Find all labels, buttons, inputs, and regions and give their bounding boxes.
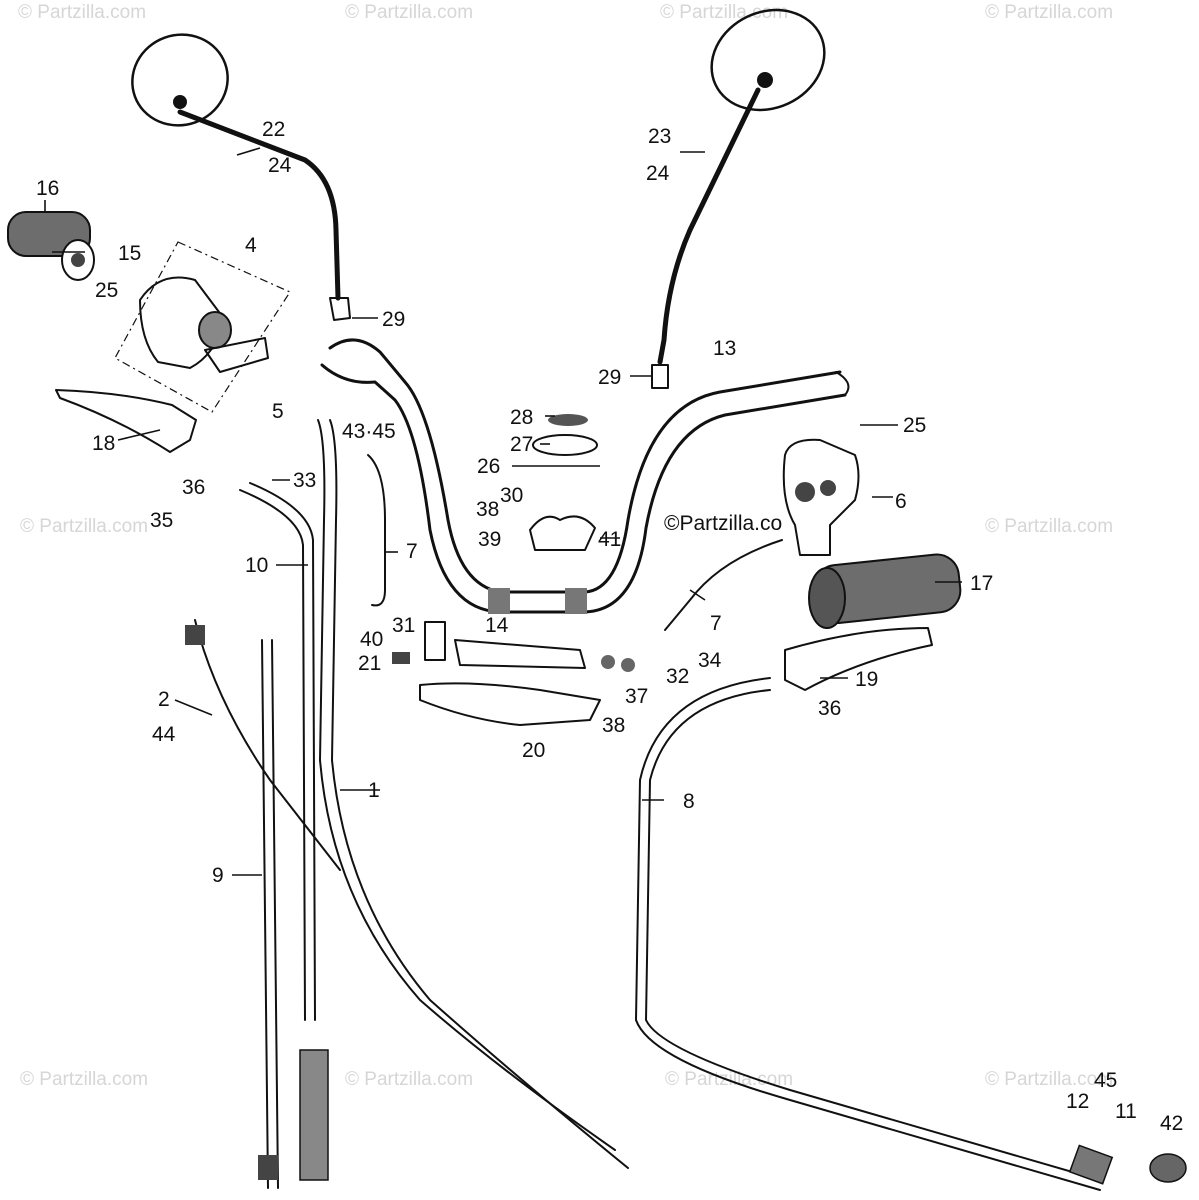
watermark: © Partzilla.com [345, 1069, 473, 1090]
part-label-9: 9 [212, 864, 224, 887]
part-label-17: 17 [970, 572, 993, 595]
part-label-18: 18 [92, 432, 115, 455]
watermark: © Partzilla.com [985, 516, 1113, 537]
part-label-19: 19 [855, 668, 878, 691]
part-label-22: 22 [262, 118, 285, 141]
part-labels: 1 2 4 5 6 7 7 8 9 10 11 12 13 14 15 16 1… [36, 118, 1183, 1135]
left-grip [7, 211, 95, 281]
part-label-41: 41 [598, 528, 621, 551]
part-label-2: 2 [158, 688, 170, 711]
part-label-23: 23 [648, 125, 671, 148]
part-label-37: 37 [625, 685, 648, 708]
handlebar [320, 338, 850, 614]
part-label-25b: 25 [903, 414, 926, 437]
part-label-24b: 24 [646, 162, 670, 185]
left-switch-assembly [114, 241, 291, 413]
part-label-25a: 25 [95, 279, 118, 302]
watermark: © Partzilla.com [660, 2, 788, 23]
watermark: © Partzilla.com [20, 1069, 148, 1090]
part-label-8: 8 [683, 790, 695, 813]
part-label-35: 35 [150, 509, 173, 532]
part-label-11: 11 [1115, 1100, 1137, 1123]
part-label-12: 12 [1066, 1090, 1089, 1113]
handlebar-clamps [392, 414, 635, 726]
part-label-1: 1 [368, 779, 380, 802]
watermark: © Partzilla.com [985, 1069, 1113, 1090]
leader-lines [44, 147, 962, 876]
watermark: © Partzilla.com [20, 516, 148, 537]
part-label-5: 5 [272, 400, 284, 423]
watermark: © Partzilla.com [345, 2, 473, 23]
part-label-39: 39 [478, 528, 501, 551]
part-label-44: 44 [152, 723, 176, 746]
part-label-38a: 38 [476, 498, 499, 521]
part-label-20: 20 [522, 739, 545, 762]
part-label-36b: 36 [818, 697, 841, 720]
part-label-29b: 29 [598, 366, 621, 389]
cable-ends [185, 625, 1187, 1185]
part-label-34: 34 [698, 649, 722, 672]
right-grip [808, 553, 962, 629]
inline-watermark: ©Partzilla.co [664, 512, 782, 535]
part-label-14: 14 [485, 614, 509, 637]
left-mirror [131, 33, 351, 321]
part-label-36a: 36 [182, 476, 205, 499]
part-label-16: 16 [36, 177, 59, 200]
part-label-24a: 24 [268, 154, 292, 177]
part-label-33: 33 [293, 469, 316, 492]
part-label-42: 42 [1160, 1112, 1183, 1135]
part-label-43-45: 43·45 [342, 420, 396, 443]
part-label-10: 10 [245, 554, 268, 577]
watermark: © Partzilla.com [18, 2, 146, 23]
watermarks: © Partzilla.com © Partzilla.com © Partzi… [18, 2, 1113, 1090]
part-label-21: 21 [358, 652, 381, 675]
part-label-6: 6 [895, 490, 907, 513]
part-label-40: 40 [360, 628, 383, 651]
part-label-15: 15 [118, 242, 141, 265]
part-label-45: 45 [1094, 1069, 1117, 1092]
part-label-38b: 38 [602, 714, 625, 737]
part-label-31: 31 [392, 614, 415, 637]
part-label-30: 30 [500, 484, 523, 507]
part-label-29a: 29 [382, 308, 405, 331]
right-switch-assembly [782, 438, 860, 556]
part-label-28: 28 [510, 406, 533, 429]
clutch-lever [55, 389, 197, 453]
watermark: © Partzilla.com [985, 2, 1113, 23]
part-label-4: 4 [245, 234, 257, 257]
part-label-13: 13 [713, 337, 736, 360]
part-label-7a: 7 [406, 540, 418, 563]
brake-lever [784, 627, 933, 691]
cables [194, 419, 1101, 1191]
part-label-26: 26 [477, 455, 500, 478]
part-label-32: 32 [666, 665, 689, 688]
right-mirror [651, 8, 826, 389]
part-label-27: 27 [510, 433, 533, 456]
part-label-7b: 7 [710, 612, 722, 635]
